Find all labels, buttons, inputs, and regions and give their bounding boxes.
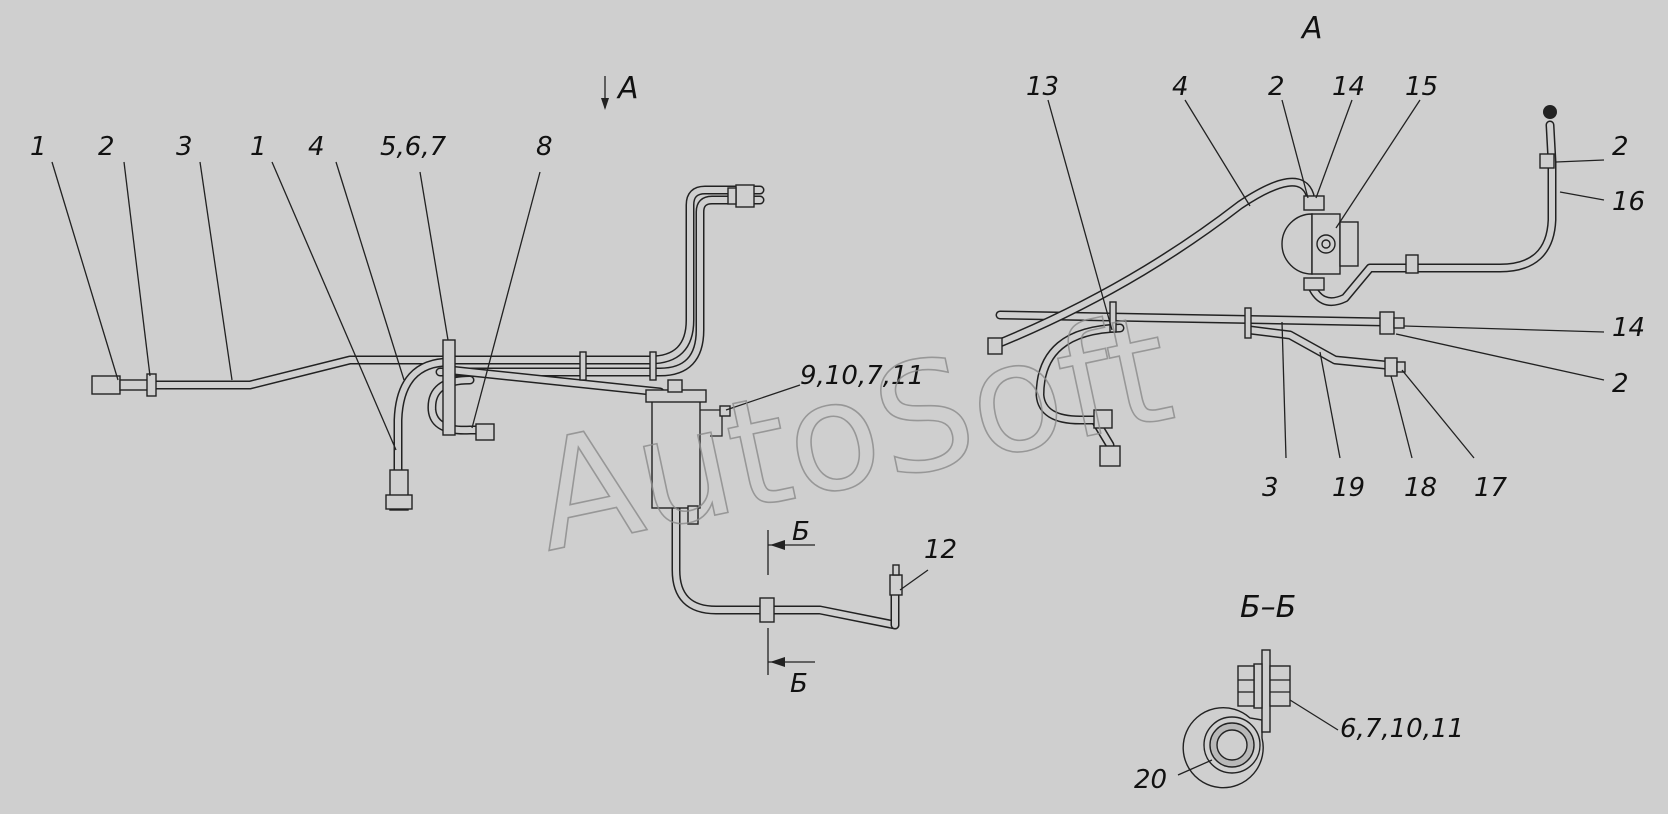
callout-a-16: 16 xyxy=(1612,187,1645,217)
callout-a-2-right: 2 xyxy=(1612,132,1629,162)
fitting-12 xyxy=(889,574,903,596)
fitting-top-right xyxy=(735,184,755,208)
callout-main-1: 1 xyxy=(30,132,47,162)
section-label-upper: Б xyxy=(792,517,810,547)
view-a-title: А xyxy=(1300,11,1323,46)
callout-main-3: 3 xyxy=(176,132,193,162)
bracket-5 xyxy=(442,339,456,436)
callout-main-12: 12 xyxy=(924,535,957,565)
filter-body xyxy=(651,397,701,509)
callout-a-2-lower: 2 xyxy=(1612,369,1629,399)
callout-a-15: 15 xyxy=(1405,72,1438,102)
clamp-12 xyxy=(759,597,775,623)
watermark: AutoSoft xyxy=(519,282,1185,586)
clamp-left xyxy=(146,373,157,397)
callout-main-2: 2 xyxy=(98,132,115,162)
fitting-loop-end xyxy=(475,423,495,441)
callout-a-19: 19 xyxy=(1332,473,1365,503)
fitting-left-end xyxy=(91,375,121,395)
fitting-a-14 xyxy=(1379,311,1395,335)
section-bb-title: Б–Б xyxy=(1240,590,1296,625)
callout-a-18: 18 xyxy=(1404,473,1437,503)
callout-a-4: 4 xyxy=(1172,72,1189,102)
fitting-a-end xyxy=(1099,445,1121,467)
end-cap-16 xyxy=(1543,105,1557,119)
pipe-parallel xyxy=(435,195,765,377)
nut-right xyxy=(1269,665,1291,707)
callout-a-17: 17 xyxy=(1474,473,1508,503)
callout-main-9-10-7-11: 9,10,7,11 xyxy=(800,361,924,391)
callout-main-8: 8 xyxy=(536,132,553,162)
nut-left xyxy=(1237,665,1255,707)
callout-a-14: 14 xyxy=(1332,72,1365,102)
valve-15 xyxy=(1281,213,1313,275)
callout-a-2: 2 xyxy=(1268,72,1285,102)
callout-bb-6-7-10-11: 6,7,10,11 xyxy=(1340,714,1464,744)
mount-plate xyxy=(1261,649,1271,733)
section-bb: Б–Б 6,7,10,11 20 xyxy=(1134,590,1464,795)
callout-main-5-6-7: 5,6,7 xyxy=(380,132,447,162)
view-arrow-label: А xyxy=(616,71,639,106)
view-a: А xyxy=(987,11,1645,503)
callout-main-1b: 1 xyxy=(250,132,267,162)
fitting-a-17 xyxy=(1384,357,1398,377)
callout-a-13: 13 xyxy=(1026,72,1059,102)
callout-a-3: 3 xyxy=(1262,473,1279,503)
callout-main-4: 4 xyxy=(308,132,325,162)
main-view: Б Б А 1 2 3 1 4 5,6,7 8 9,10,7,11 12 xyxy=(30,71,957,699)
callout-bb-20: 20 xyxy=(1134,765,1167,795)
callout-a-14-right: 14 xyxy=(1612,313,1645,343)
pipe-loop-left xyxy=(393,357,455,475)
section-label-lower: Б xyxy=(790,669,808,699)
